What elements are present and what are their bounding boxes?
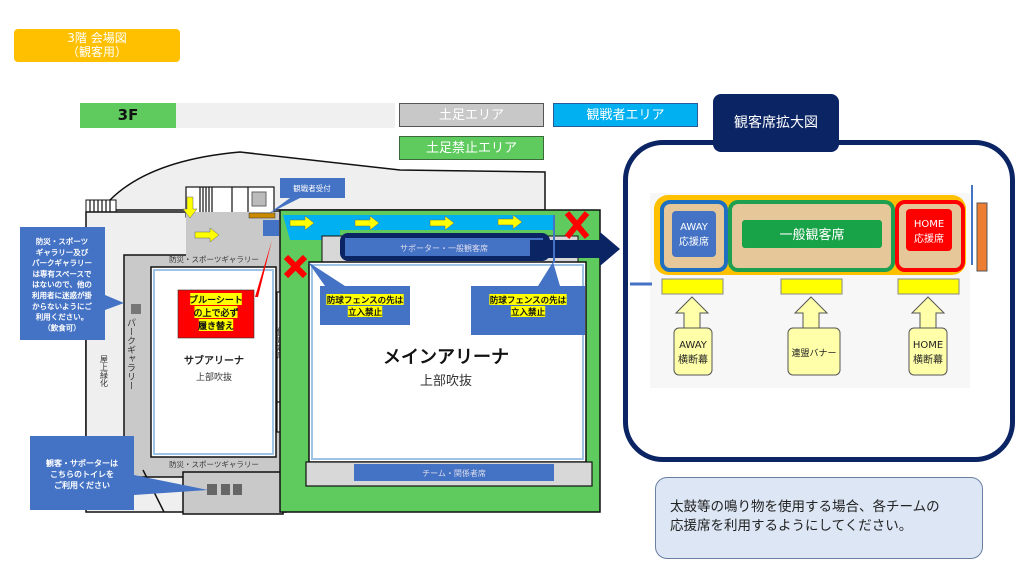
- title-line1: 3階 会場図: [67, 31, 127, 45]
- general-seat-label-box: [742, 220, 882, 248]
- floor-label: 3F: [80, 103, 176, 128]
- bluesheet-note-line: ブルーシート: [189, 294, 243, 306]
- no-entry-marks: [283, 211, 590, 279]
- reception-label: 観戦者受付: [293, 183, 331, 193]
- highlight: [489, 294, 567, 305]
- main-arena-label: メインアリーナ: [383, 347, 509, 368]
- team-seats-label: チーム・関係者席: [422, 468, 486, 478]
- supporter-seats: [345, 238, 543, 256]
- highlight: [198, 319, 234, 331]
- toilet-note-line: 観客・サポーターは: [46, 458, 118, 468]
- gallery-note-line: ギャラリー及び: [36, 247, 89, 257]
- league-banner-bar: [780, 278, 843, 295]
- highlight: [190, 293, 242, 305]
- no-entry-x-icon: [283, 254, 308, 279]
- arrow-down-icon: [182, 196, 198, 219]
- gallery-note-line: はないので、他の: [32, 279, 92, 289]
- gallery-note-line: 利用ください。: [35, 312, 89, 322]
- fence-note-left-line: 防球フェンスの先は: [327, 295, 404, 306]
- gallery-top-label: 防災・スポーツギャラリー: [169, 254, 259, 264]
- home-banner-line2: 横断幕: [913, 353, 943, 366]
- rooftop-green-label: 屋上緑化: [100, 355, 109, 388]
- fence-note-right-line: 防球フェンスの先は: [490, 295, 567, 306]
- highlight: [510, 306, 546, 317]
- legend-no-shoes-area: 土足禁止エリア: [399, 136, 544, 160]
- fence-note-left-callout: [308, 262, 410, 325]
- gallery-bottom-label: 防災・スポーツギャラリー: [169, 459, 259, 469]
- park-gallery-label: パークギャラリー: [125, 318, 136, 390]
- highlight: [194, 306, 238, 318]
- highlight: [347, 306, 383, 317]
- gallery-note-line: からないようにご: [32, 301, 92, 311]
- floor-plan: 屋上緑化 パークギャラリー サブアリーナ 上部吹抜 防災・スポーツギャラリー 防…: [20, 151, 620, 515]
- away-banner-box: [673, 327, 713, 376]
- sub-arena-sub-label: 上部吹抜: [196, 371, 232, 383]
- home-seat-line1: HOME: [914, 219, 944, 230]
- gallery-note-line: 防災・スポーツ: [36, 236, 88, 246]
- away-seat-line2: 応援席: [679, 235, 709, 248]
- home-banner-line1: HOME: [913, 340, 943, 351]
- gallery-note-line: 利用者に迷惑が掛: [31, 290, 92, 300]
- arrow-right-icon: [429, 215, 455, 231]
- arrow-right-icon: [289, 215, 315, 231]
- notice-line2: 応援席を利用するようにしてください。: [670, 518, 913, 534]
- accessible-toilet-icon: [207, 484, 217, 495]
- no-entry-x-icon: [564, 211, 590, 239]
- home-banner-bar: [897, 278, 960, 295]
- away-banner-bar: [661, 278, 724, 295]
- gallery-note-line: パークギャラリー: [32, 258, 92, 268]
- arrow-right-icon: [497, 214, 523, 230]
- toilet-note-line: こちらのトイレを: [50, 470, 114, 479]
- away-seat-label-box: [672, 211, 716, 257]
- away-seat-line1: AWAY: [680, 222, 709, 233]
- elevator-icon: [251, 191, 267, 207]
- mens-toilet-icon: [221, 484, 230, 495]
- bluesheet-note-line: の上で必ず: [193, 307, 238, 319]
- home-seat-label-box: [906, 209, 952, 251]
- arrow-right-icon: [354, 215, 380, 231]
- supporter-seats-label: サポーター・一般観客席: [400, 243, 488, 253]
- bluesheet-note-line: 履き替え: [197, 320, 234, 332]
- sub-arena-label: サブアリーナ: [184, 354, 244, 367]
- enlarged-view-title: 観客席拡大図: [713, 94, 839, 152]
- notice-box: 太鼓等の鳴り物を使用する場合、各チームの 応援席を利用するようにしてください。: [655, 477, 983, 559]
- main-arena-sub-label: 上部吹抜: [420, 373, 472, 389]
- general-seat-label: 一般観客席: [779, 227, 844, 243]
- gallery-note-line: （飲食可）: [43, 322, 81, 332]
- page-title: 3階 会場図 （観客用）: [14, 29, 180, 62]
- away-banner-line2: 横断幕: [678, 353, 708, 366]
- gallery-note-line: は専有スペースで: [32, 268, 92, 278]
- flow-arrows: [182, 196, 523, 243]
- gallery-note-callout: [20, 227, 124, 340]
- highlight: [326, 294, 404, 305]
- lounge-icon: [131, 304, 141, 314]
- league-banner-label: 連盟バナー: [791, 347, 836, 359]
- fence-note-right-line: 立入禁止: [511, 307, 546, 318]
- away-banner-line1: AWAY: [679, 340, 708, 351]
- toilet-note-line: ご利用ください: [54, 480, 110, 490]
- home-banner-box: [908, 327, 948, 376]
- title-line2: （観客用）: [66, 45, 127, 59]
- toilet-note-callout: [30, 436, 208, 510]
- reception-callout: [268, 178, 345, 214]
- womens-toilet-icon: [233, 484, 242, 495]
- fence-note-left-line: 立入禁止: [348, 307, 383, 318]
- home-seat-line2: 応援席: [914, 232, 944, 245]
- league-banner-box: [787, 327, 841, 376]
- arrow-right-icon: [194, 227, 220, 243]
- enlarged-seat-map: AWAY 応援席 一般観客席 HOME 応援席 AWAY 横断幕 連盟バナー H…: [630, 185, 988, 388]
- legend-spectator-area: 観戦者エリア: [553, 103, 698, 127]
- reception-desk: [263, 220, 279, 236]
- legend-dosoku-area: 土足エリア: [399, 103, 544, 127]
- notice-line1: 太鼓等の鳴り物を使用する場合、各チームの: [670, 499, 940, 515]
- enlarge-arrow-icon: [530, 232, 620, 266]
- team-seats: [354, 464, 554, 481]
- spectator-corridor: [283, 215, 555, 240]
